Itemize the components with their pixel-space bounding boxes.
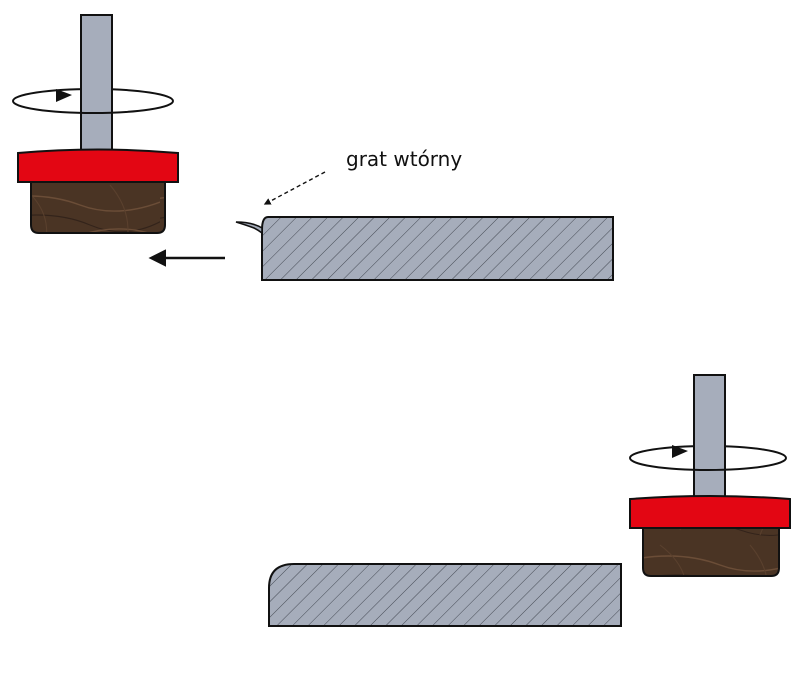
secondary-burr xyxy=(235,221,263,235)
bottom-tool xyxy=(629,374,791,577)
bottom-wood-pad xyxy=(642,527,780,577)
bottom-rotation-arrow-icon xyxy=(629,457,787,471)
bottom-spindle xyxy=(693,374,726,498)
top-red-disc xyxy=(17,148,179,183)
top-wood-pad xyxy=(30,181,166,234)
top-rotation-arrow-icon xyxy=(12,100,174,114)
top-tool xyxy=(12,14,179,234)
top-workpiece xyxy=(235,216,614,281)
secondary-burr-label: grat wtórny xyxy=(346,147,462,171)
top-workpiece-body xyxy=(261,216,614,281)
top-spindle xyxy=(80,14,113,152)
bottom-workpiece xyxy=(268,563,622,627)
top-rotation-arrow-head xyxy=(56,89,72,102)
bottom-rotation-arrow-head xyxy=(672,445,688,458)
bottom-red-disc xyxy=(629,495,791,529)
secondary-burr-leader xyxy=(263,171,326,205)
